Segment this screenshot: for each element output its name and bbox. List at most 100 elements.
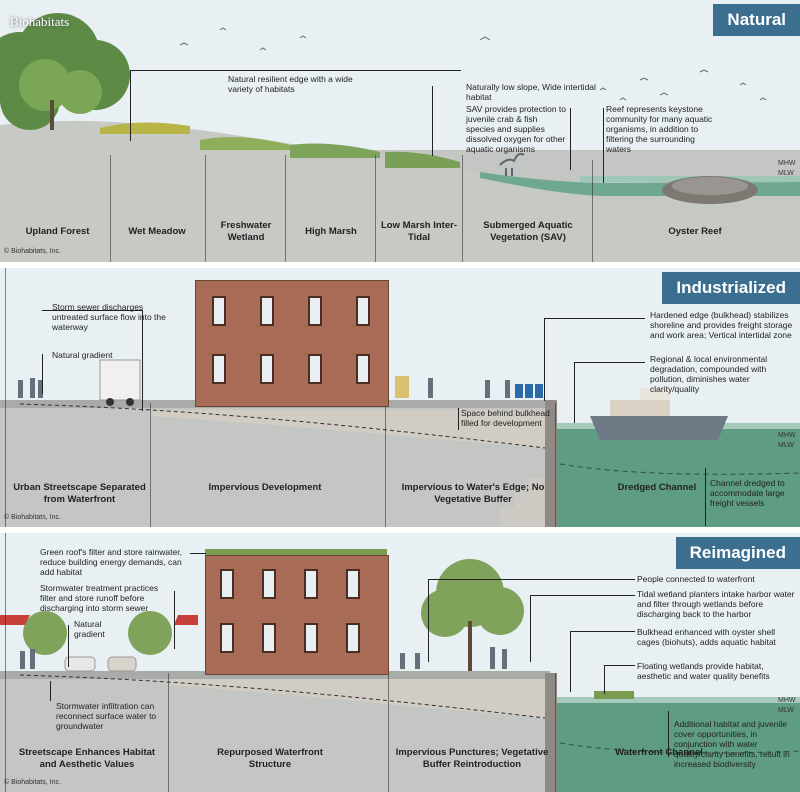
note-natural-gradient: Natural gradient <box>74 619 105 639</box>
industrialized-tag: Industrialized <box>662 272 800 304</box>
zone-divider <box>5 533 6 792</box>
note-dredged: Channel dredged to accommodate large fre… <box>710 478 785 508</box>
note-people-connected: People connected to waterfront <box>637 574 755 584</box>
zone-label: Impervious Development <box>208 482 322 493</box>
leader-line <box>42 310 143 411</box>
zone-label: Dredged Channel <box>617 482 697 493</box>
window <box>262 623 276 653</box>
note-natural-gradient: Natural gradient <box>52 350 113 360</box>
leader-line <box>705 468 707 526</box>
window <box>212 296 226 326</box>
zone-divider <box>5 268 6 527</box>
mhw-label: MHW <box>778 160 796 167</box>
leader-line <box>130 70 461 141</box>
note-bulkhead-fill: Space behind bulkhead filled for develop… <box>461 408 550 428</box>
reimagined-scene <box>0 533 800 792</box>
leader-line <box>668 711 670 757</box>
leader-line <box>50 681 52 701</box>
zone-divider <box>592 160 593 262</box>
leader-line <box>174 591 176 649</box>
window <box>356 354 370 384</box>
zone-label: Repurposed Waterfront Structure <box>217 747 323 770</box>
note-floating-wetlands: Floating wetlands provide habitat, aesth… <box>637 661 770 681</box>
copyright: © Biohabitats, Inc. <box>4 248 61 255</box>
note-hardened-edge: Hardened edge (bulkhead) stabilizes shor… <box>650 310 793 340</box>
note-stormwater-treatment: Stormwater treatment practices filter an… <box>40 583 159 613</box>
window <box>262 569 276 599</box>
reimagined-panel: Reimagined Streetscape Enhances Habitat … <box>0 533 800 792</box>
zone-label: Freshwater Wetland <box>220 220 272 243</box>
mlw-label: MLW <box>778 707 794 714</box>
leader-line <box>42 354 44 394</box>
note-green-roof: Green roof's filter and store rainwater,… <box>40 547 182 577</box>
window <box>260 296 274 326</box>
industrialized-scene <box>0 268 800 527</box>
window <box>308 354 322 384</box>
natural-scene <box>0 0 800 262</box>
note-biohuts: Bulkhead enhanced with oyster shell cage… <box>637 627 776 647</box>
zone-label: Submerged Aquatic Vegetation (SAV) <box>483 220 573 243</box>
zone-label: Impervious Punctures; Vegetative Buffer … <box>395 747 549 770</box>
mlw-label: MLW <box>778 442 794 449</box>
note-sav: SAV provides protection to juvenile crab… <box>466 104 567 154</box>
reimagined-tag: Reimagined <box>675 537 800 569</box>
leader-line <box>544 318 645 401</box>
leader-line <box>570 108 572 170</box>
zone-divider <box>555 673 556 792</box>
zone-label: Waterfront Channel <box>615 747 703 758</box>
natural-tag: Natural <box>713 4 800 36</box>
leader-line <box>458 408 460 430</box>
note-infiltration: Stormwater infiltration can reconnect su… <box>56 701 157 731</box>
leader-line <box>190 553 206 555</box>
leader-line <box>570 631 635 692</box>
zone-divider <box>375 155 376 262</box>
leader-line <box>603 108 605 183</box>
repurposed-building <box>205 555 389 675</box>
window <box>260 354 274 384</box>
window <box>212 354 226 384</box>
zone-label: High Marsh <box>305 226 357 237</box>
leader-line <box>432 86 434 156</box>
note-tidal-planters: Tidal wetland planters intake harbor wat… <box>637 589 795 619</box>
window <box>308 296 322 326</box>
note-biodiversity: Additional habitat and juvenile cover op… <box>674 719 790 769</box>
leader-line <box>68 625 70 667</box>
copyright: © Biohabitats, Inc. <box>4 779 61 786</box>
zone-label: Streetscape Enhances Habitat and Aesthet… <box>18 747 156 770</box>
zone-divider <box>110 155 111 262</box>
industrialized-panel: Industrialized Urban Streetscape Separat… <box>0 268 800 527</box>
zone-divider <box>285 155 286 262</box>
window <box>304 569 318 599</box>
zone-divider <box>168 673 169 792</box>
note-resilient-edge: Natural resilient edge with a wide varie… <box>228 74 353 94</box>
zone-divider <box>462 155 463 262</box>
zone-divider <box>150 403 151 527</box>
biohabitats-logo: Biohabitats <box>10 14 70 29</box>
mhw-label: MHW <box>778 432 796 439</box>
window <box>346 623 360 653</box>
zone-divider <box>205 155 206 262</box>
zone-label: Wet Meadow <box>128 226 186 237</box>
note-degradation: Regional & local environmental degradati… <box>650 354 768 394</box>
note-reef: Reef represents keystone community for m… <box>606 104 713 154</box>
natural-panel: Biohabitats Natural Upland Forest Wet Me… <box>0 0 800 262</box>
leader-line <box>574 362 645 423</box>
zone-label: Impervious to Water's Edge; No Vegetativ… <box>401 482 545 505</box>
copyright: © Biohabitats, Inc. <box>4 514 61 521</box>
note-storm-sewer: Storm sewer discharges untreated surface… <box>52 302 166 332</box>
zone-divider <box>555 403 556 527</box>
zone-label: Oyster Reef <box>668 226 722 237</box>
window <box>346 569 360 599</box>
zone-divider <box>388 675 389 792</box>
window <box>220 569 234 599</box>
window <box>220 623 234 653</box>
window <box>304 623 318 653</box>
window <box>356 296 370 326</box>
leader-line <box>428 579 635 662</box>
mlw-label: MLW <box>778 170 794 177</box>
note-low-slope: Naturally low slope, Wide intertidal hab… <box>466 82 596 102</box>
mhw-label: MHW <box>778 697 796 704</box>
zone-label: Urban Streetscape Separated from Waterfr… <box>13 482 146 505</box>
zone-label: Upland Forest <box>25 226 90 237</box>
